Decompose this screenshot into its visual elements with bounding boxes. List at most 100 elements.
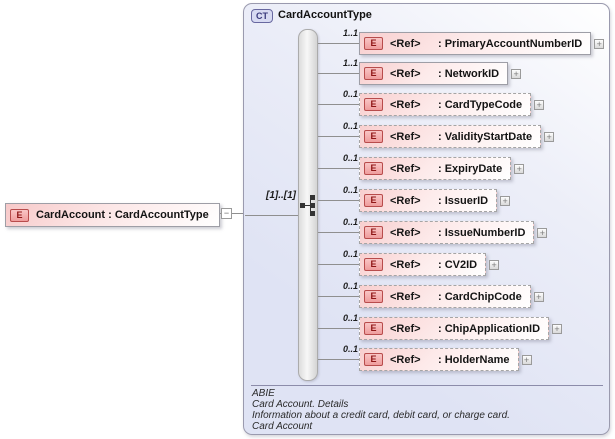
element-row: 0..1 E <Ref> : ChipApplicationID + — [318, 313, 563, 340]
element-ref-label: <Ref> — [390, 162, 421, 175]
element-ref-label: <Ref> — [390, 290, 421, 303]
annotation-line: ABIE — [252, 388, 275, 399]
cardinality-label: 0..1 — [342, 281, 358, 291]
element-name: : HolderName — [438, 353, 510, 366]
element-row: 0..1 E <Ref> : ExpiryDate + — [318, 153, 525, 180]
root-element-box[interactable]: E CardAccount : CardAccountType — [5, 203, 220, 227]
cardinality-label: 0..1 — [342, 313, 358, 323]
element-icon: E — [364, 67, 383, 80]
element-icon: E — [364, 353, 383, 366]
element-name: : CardChipCode — [438, 290, 522, 303]
element-box[interactable]: E <Ref> : ValidityStartDate — [359, 125, 542, 148]
element-box[interactable]: E <Ref> : PrimaryAccountNumberID — [359, 32, 592, 55]
element-row: 1..1 E <Ref> : NetworkID + — [318, 58, 522, 85]
connector-line — [318, 232, 359, 233]
element-ref-label: <Ref> — [390, 322, 421, 335]
element-box[interactable]: E <Ref> : CardTypeCode — [359, 93, 532, 116]
element-row: 1..1 E <Ref> : PrimaryAccountNumberID + — [318, 28, 605, 55]
element-icon: E — [364, 194, 383, 207]
element-row: 0..1 E <Ref> : IssuerID + — [318, 185, 511, 212]
element-icon: E — [364, 130, 383, 143]
group-connector-line — [245, 215, 298, 216]
annotation-line: Information about a credit card, debit c… — [252, 410, 510, 421]
element-box[interactable]: E <Ref> : CardChipCode — [359, 285, 531, 308]
element-name: : PrimaryAccountNumberID — [438, 37, 583, 50]
element-ref-label: <Ref> — [390, 67, 421, 80]
expand-icon[interactable]: + — [534, 99, 545, 110]
expand-icon[interactable]: + — [594, 38, 605, 49]
element-box[interactable]: E <Ref> : IssueNumberID — [359, 221, 535, 244]
element-icon: E — [364, 322, 383, 335]
connector-line — [318, 136, 359, 137]
expand-icon[interactable]: + — [521, 354, 532, 365]
cardinality-label: 0..1 — [342, 217, 358, 227]
expand-icon[interactable]: + — [514, 163, 525, 174]
element-icon: E — [364, 37, 383, 50]
element-name: : IssuerID — [438, 194, 489, 207]
element-box[interactable]: E <Ref> : NetworkID — [359, 62, 509, 85]
cardinality-label: 0..1 — [342, 344, 358, 354]
expand-icon[interactable]: + — [533, 291, 544, 302]
element-row: 0..1 E <Ref> : ValidityStartDate + — [318, 121, 555, 148]
element-ref-label: <Ref> — [390, 353, 421, 366]
element-ref-label: <Ref> — [390, 258, 421, 271]
expand-icon[interactable]: + — [544, 131, 555, 142]
connector-line — [318, 73, 359, 74]
element-name: : ChipApplicationID — [438, 322, 541, 335]
expand-icon[interactable]: + — [552, 323, 563, 334]
element-name: : IssueNumberID — [438, 226, 526, 239]
cardinality-label: 0..1 — [342, 89, 358, 99]
expand-icon[interactable]: + — [511, 68, 522, 79]
connector-line — [318, 43, 359, 44]
complex-type-icon: CT — [251, 9, 273, 23]
element-icon: E — [364, 162, 383, 175]
cardinality-label: 0..1 — [342, 249, 358, 259]
complex-type-title: CardAccountType — [278, 9, 372, 21]
element-ref-label: <Ref> — [390, 98, 421, 111]
element-icon: E — [364, 226, 383, 239]
cardinality-label: 0..1 — [342, 185, 358, 195]
cardinality-label: 0..1 — [342, 121, 358, 131]
expand-icon[interactable]: + — [489, 259, 500, 270]
element-row: 0..1 E <Ref> : CV2ID + — [318, 249, 500, 276]
cardinality-label: 0..1 — [342, 153, 358, 163]
element-ref-label: <Ref> — [390, 194, 421, 207]
annotation-line: Card Account — [252, 421, 313, 432]
element-box[interactable]: E <Ref> : CV2ID — [359, 253, 487, 276]
element-box[interactable]: E <Ref> : ChipApplicationID — [359, 317, 550, 340]
expand-icon[interactable]: + — [537, 227, 548, 238]
cardinality-label: 1..1 — [342, 58, 358, 68]
connector-line — [318, 168, 359, 169]
expand-icon[interactable]: + — [500, 195, 511, 206]
element-row: 0..1 E <Ref> : CardTypeCode + — [318, 89, 545, 116]
element-icon: E — [10, 208, 29, 222]
element-icon: E — [364, 258, 383, 271]
connector-line — [318, 200, 359, 201]
element-row: 0..1 E <Ref> : IssueNumberID + — [318, 217, 548, 244]
connector-line — [318, 264, 359, 265]
element-ref-label: <Ref> — [390, 226, 421, 239]
element-box[interactable]: E <Ref> : HolderName — [359, 348, 519, 371]
cardinality-label: 1..1 — [342, 28, 358, 38]
element-name: : NetworkID — [438, 67, 500, 80]
element-name: : ExpiryDate — [438, 162, 503, 175]
element-row: 0..1 E <Ref> : CardChipCode + — [318, 281, 544, 308]
element-icon: E — [364, 98, 383, 111]
connector-line — [318, 104, 359, 105]
complex-type-container: CT CardAccountType [1]..[1] 1..1 E <Ref>… — [243, 3, 610, 435]
connector-line — [318, 359, 359, 360]
group-cardinality-label: [1]..[1] — [266, 190, 296, 201]
sequence-compositor-icon — [300, 195, 315, 216]
element-row: 0..1 E <Ref> : HolderName + — [318, 344, 532, 371]
element-name: : ValidityStartDate — [438, 130, 533, 143]
element-box[interactable]: E <Ref> : ExpiryDate — [359, 157, 512, 180]
element-box[interactable]: E <Ref> : IssuerID — [359, 189, 498, 212]
annotation-separator — [251, 385, 603, 386]
connector-line — [318, 296, 359, 297]
collapse-icon[interactable]: − — [221, 208, 232, 219]
connector-line — [318, 328, 359, 329]
element-icon: E — [364, 290, 383, 303]
root-element-label: CardAccount : CardAccountType — [36, 209, 209, 221]
